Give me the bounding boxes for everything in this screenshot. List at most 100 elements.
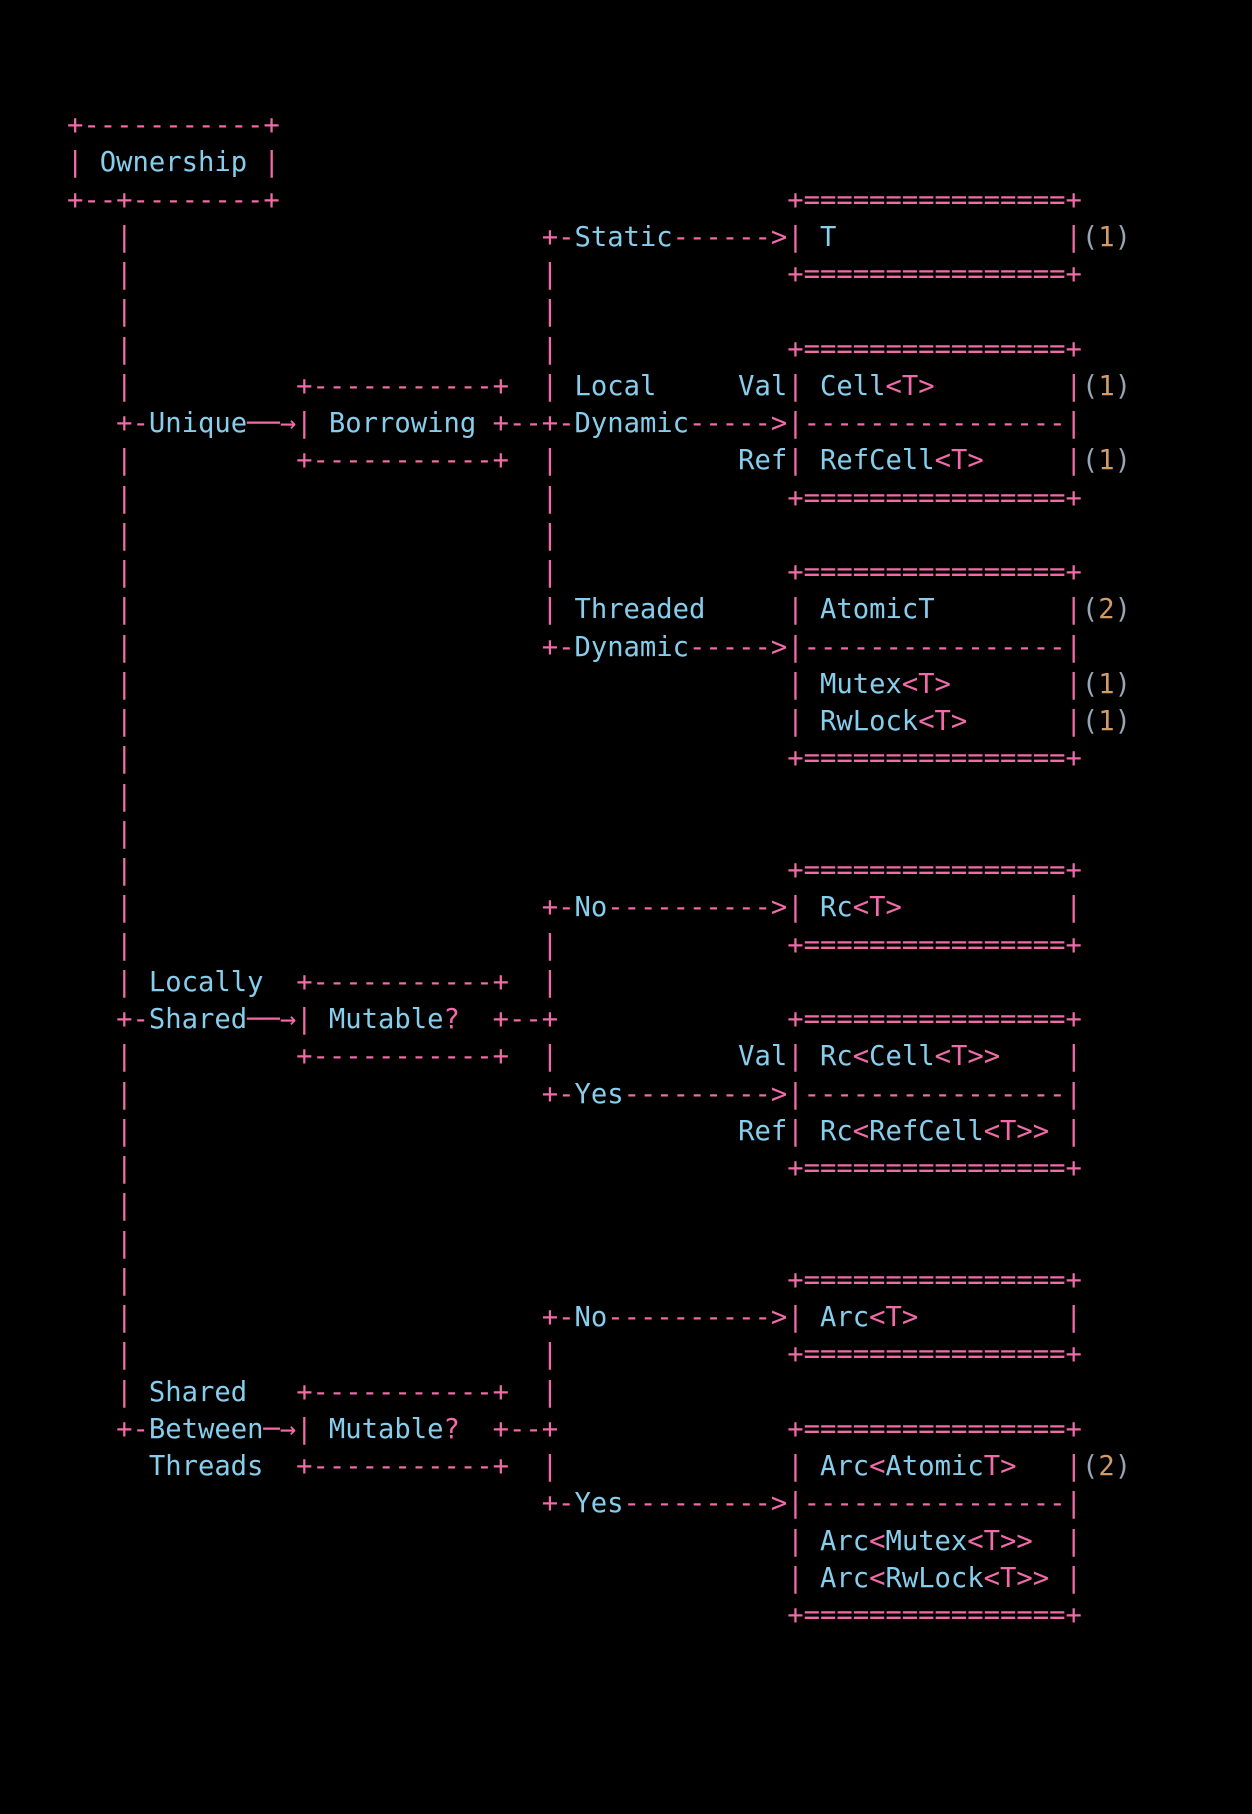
diagram-line: | | +================+ [67, 480, 1252, 517]
diagram-token: | [116, 296, 133, 328]
diagram-token: | [787, 370, 821, 402]
spacer [460, 1004, 493, 1035]
diagram-token: | [116, 892, 133, 924]
diagram-token: | [787, 1525, 820, 1557]
diagram-line: | [67, 778, 1252, 815]
diagram-token: Mutex [885, 1525, 968, 1557]
spacer [67, 1041, 116, 1072]
diagram-line: | | +================+ [67, 1336, 1252, 1373]
diagram-token: | [116, 1376, 149, 1408]
spacer [132, 296, 541, 327]
diagram-token: Threaded [574, 594, 706, 626]
spacer [132, 892, 541, 923]
diagram-token: | [1065, 1302, 1082, 1333]
spacer [132, 557, 541, 588]
diagram-token: | [541, 333, 559, 365]
spacer [935, 594, 1066, 625]
diagram-line: | +-No---------->| Rc<T> | [67, 889, 1252, 926]
diagram-token: RefCell [820, 445, 935, 477]
diagram-line: +-Shared──→| Mutable? +--+ +============… [67, 1001, 1252, 1038]
diagram-line: | Ref| Rc<RefCell<T>> | [67, 1113, 1252, 1150]
diagram-token: 1 [1098, 370, 1115, 402]
diagram-line: | +================+ [67, 1150, 1252, 1187]
diagram-token: | [116, 557, 133, 588]
diagram-line: | +-Yes--------->|----------------| [67, 1076, 1252, 1113]
spacer [558, 1004, 787, 1035]
diagram-token: | [787, 1115, 820, 1147]
diagram-token: ( [1081, 1451, 1099, 1482]
spacer [132, 445, 296, 476]
diagram-token: +--+ [492, 1004, 559, 1035]
diagram-token: Rc [819, 1115, 853, 1147]
spacer [902, 892, 1066, 923]
diagram-token: | [116, 1227, 133, 1259]
spacer [558, 1339, 787, 1370]
spacer [132, 520, 541, 551]
diagram-token: Cell [820, 370, 886, 402]
diagram-token: Unique [148, 408, 248, 439]
diagram-token: +-----------+ [296, 966, 509, 998]
diagram-token: Yes [574, 1488, 624, 1520]
diagram-token: Ref [738, 445, 788, 477]
diagram-line: | +-Static------>| T |(1) [67, 219, 1252, 256]
diagram-token: T> [983, 1451, 1017, 1482]
diagram-token: <T> [885, 370, 935, 402]
diagram-token: AtomicT [820, 594, 935, 626]
spacer [67, 1377, 116, 1408]
diagram-token: 1 [1098, 668, 1115, 700]
diagram-token: | [116, 594, 133, 626]
spacer [67, 818, 116, 849]
spacer [67, 632, 116, 663]
diagram-token: 2 [1098, 594, 1115, 626]
diagram-token: +================+ [787, 929, 1082, 961]
diagram-token: +================+ [787, 557, 1082, 588]
diagram-line: +-Yes--------->|----------------| [67, 1485, 1252, 1522]
diagram-token: | [1065, 370, 1082, 402]
diagram-token: +- [541, 1302, 575, 1333]
diagram-token: < [869, 1525, 886, 1557]
diagram-token: ( [1081, 221, 1099, 253]
spacer [984, 445, 1066, 476]
diagram-token: Rc [820, 892, 853, 924]
spacer [67, 1228, 116, 1259]
spacer [67, 1451, 149, 1482]
diagram-token: +--+ [492, 1413, 559, 1445]
diagram-line: | | +================+ [67, 554, 1252, 591]
diagram-token: +- [541, 892, 575, 924]
diagram-token: +- [116, 1004, 149, 1035]
spacer [132, 483, 541, 514]
spacer [1000, 1041, 1065, 1072]
diagram-token: Arc [819, 1525, 870, 1557]
spacer [67, 892, 116, 923]
diagram-token: ) [1114, 1451, 1132, 1482]
diagram-token: < [869, 1562, 886, 1594]
spacer [132, 669, 787, 700]
diagram-token: | [541, 296, 559, 328]
diagram-token: +-----------+ [67, 110, 280, 141]
diagram-token: Dynamic [574, 408, 690, 439]
diagram-token: +================+ [787, 259, 1082, 290]
spacer [67, 520, 116, 551]
diagram-token: ) [1114, 445, 1132, 477]
diagram-token: T [820, 221, 837, 253]
spacer [67, 1526, 787, 1557]
diagram-token: +-----------+ [296, 1451, 509, 1482]
spacer [656, 371, 738, 402]
spacer [263, 1451, 296, 1482]
diagram-token: ---------->| [607, 892, 820, 924]
spacer [280, 185, 787, 216]
spacer [67, 1414, 116, 1445]
spacer [67, 1339, 116, 1370]
diagram-line: | | +================+ [67, 256, 1252, 293]
diagram-token: +================+ [787, 1004, 1082, 1035]
diagram-token: | [116, 706, 133, 737]
diagram-token: < [869, 1451, 886, 1482]
spacer [558, 1414, 787, 1445]
diagram-token: Val [738, 1041, 788, 1073]
spacer [67, 1079, 116, 1110]
diagram-token: ? [443, 1413, 460, 1445]
spacer [558, 1041, 738, 1072]
spacer [132, 259, 541, 290]
diagram-token: Ref [738, 1115, 788, 1147]
